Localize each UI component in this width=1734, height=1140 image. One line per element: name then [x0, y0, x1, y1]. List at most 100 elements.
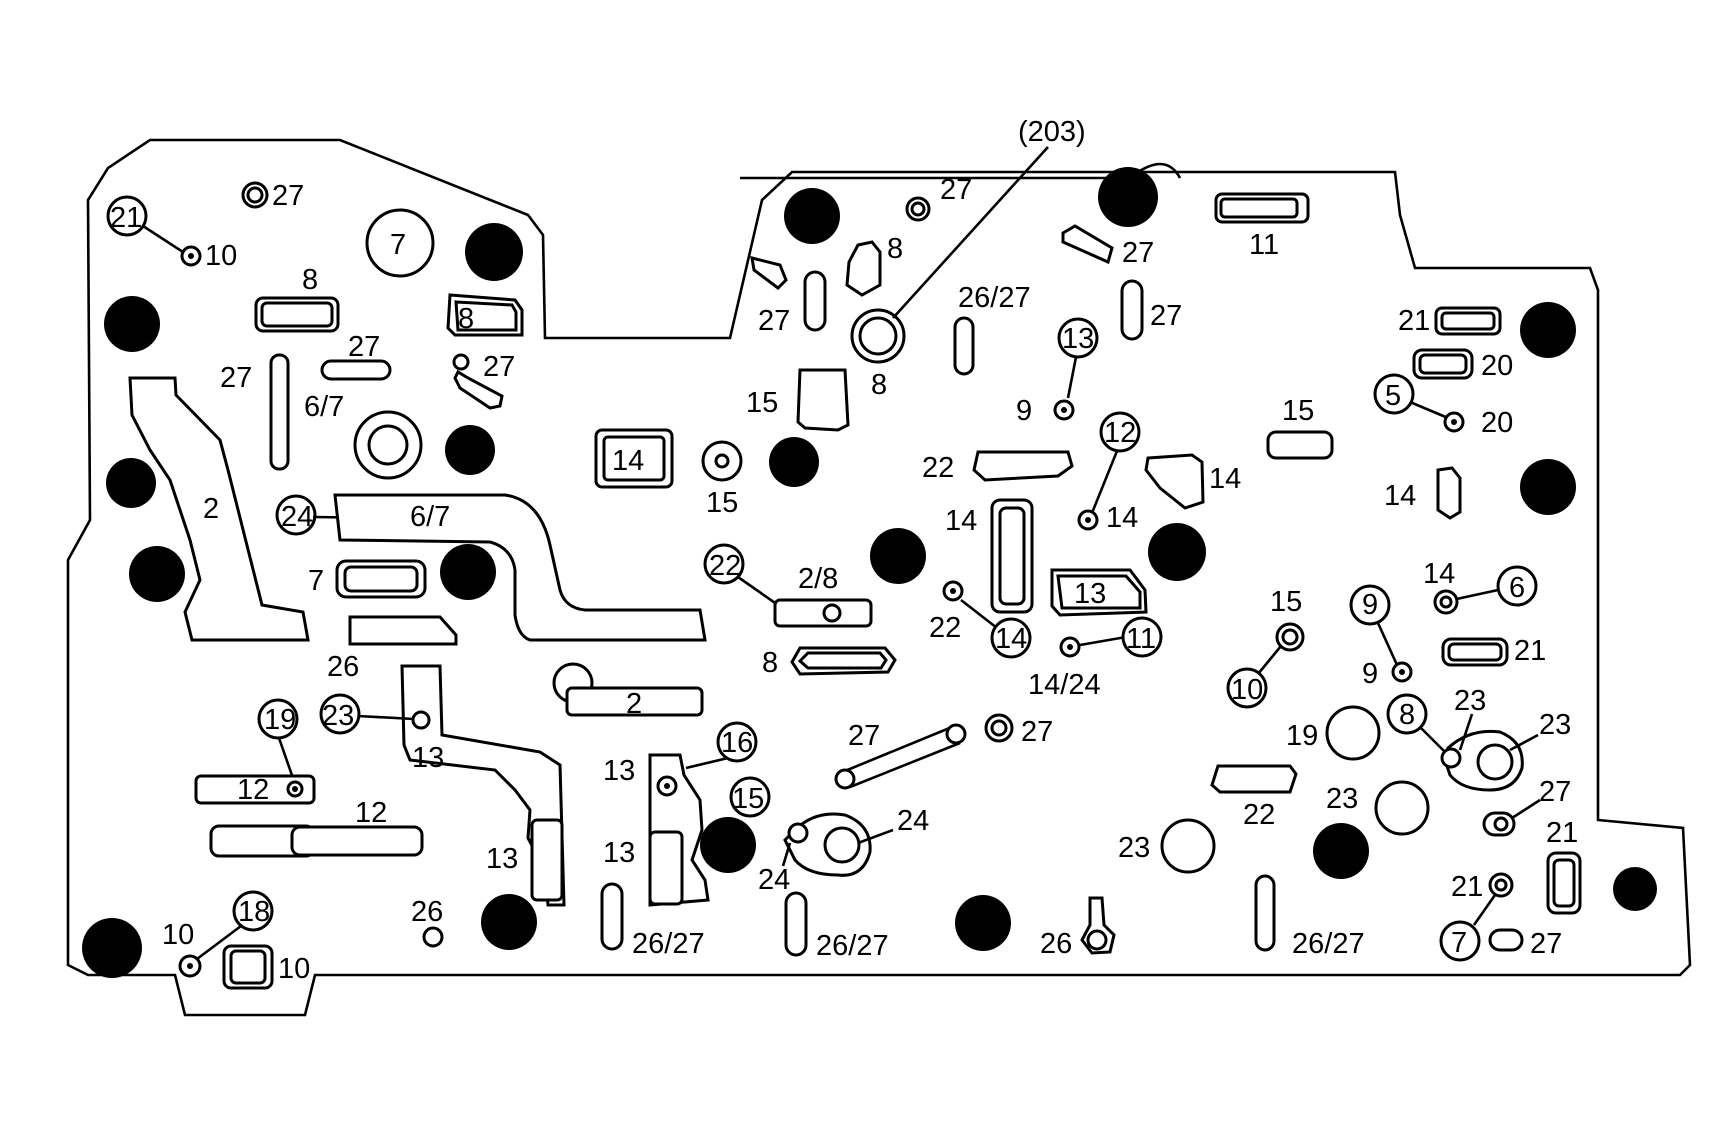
callout-label: 26/27 — [816, 930, 889, 962]
callout-label: 12 — [355, 797, 387, 829]
leader-line — [196, 924, 242, 961]
leader-line — [1458, 713, 1474, 751]
callout-label: 7 — [308, 565, 324, 597]
small-hole-dot — [1067, 644, 1073, 650]
round-hole — [1160, 818, 1216, 874]
round-hole — [1476, 743, 1514, 781]
small-hole-dot — [1085, 517, 1091, 523]
leader-line — [685, 756, 729, 770]
passage — [1436, 466, 1462, 520]
small-hole-dot — [292, 786, 298, 792]
callout-label: 6/7 — [410, 501, 450, 533]
callout-label: 14 — [612, 445, 644, 477]
passage — [1210, 764, 1298, 794]
leader-line — [1376, 622, 1399, 666]
callout-label: 24 — [897, 805, 929, 837]
passage — [128, 376, 310, 642]
callout-circle — [257, 698, 299, 740]
callout-circle — [106, 195, 148, 237]
leader-line — [357, 714, 415, 721]
leader-line — [1419, 726, 1448, 755]
callout-label: 11 — [1249, 229, 1279, 261]
labels: (203) 27 21 10 7 8 27 27 8 27 6/7 2 24 6… — [110, 116, 1578, 985]
slot-inner — [602, 435, 666, 482]
slot-inner — [1447, 642, 1503, 662]
callout-label: 15 — [706, 487, 738, 519]
slot — [648, 830, 684, 906]
callout-label: 22 — [709, 550, 741, 582]
callout-circle — [1373, 373, 1415, 415]
callout-circle — [232, 890, 274, 932]
callout-circle — [365, 208, 435, 278]
callout-circle — [1226, 667, 1268, 709]
callout-label: 13 — [1062, 323, 1094, 355]
leader-line — [857, 828, 894, 845]
callout-label: 13 — [603, 837, 635, 869]
slot — [1266, 430, 1334, 460]
bolt-hole — [1313, 823, 1369, 879]
callout-circle — [990, 617, 1032, 659]
leader-line — [1090, 450, 1119, 514]
leader-line — [1511, 798, 1541, 820]
small-hole-dot — [664, 783, 670, 789]
callout-label: 23 — [1454, 685, 1486, 717]
passage — [453, 369, 504, 410]
callout-label: 22 — [1243, 799, 1275, 831]
callout-label: 14/24 — [1028, 669, 1101, 701]
bolt-hole — [445, 425, 495, 475]
callout-label: 19 — [1286, 720, 1318, 752]
passage — [1144, 453, 1205, 510]
callout-label: 26/27 — [632, 928, 705, 960]
callout-label: 14 — [1106, 502, 1138, 534]
callout-label: 14 — [945, 505, 977, 537]
passage-inner — [797, 651, 888, 670]
callout-label: 21 — [110, 202, 142, 234]
leader-line — [1256, 645, 1283, 675]
slot-inner — [1418, 353, 1468, 375]
callout-label: 2/8 — [798, 563, 838, 595]
bolt-hole — [870, 528, 926, 584]
bolt-hole — [82, 918, 142, 978]
passage — [796, 368, 850, 432]
slot — [320, 359, 392, 381]
callout-label: 8 — [458, 303, 474, 335]
callout-label: 27 — [483, 351, 515, 383]
callout-label: 2 — [203, 493, 219, 525]
callout-label: 27 — [220, 362, 252, 394]
bolt-hole — [1098, 167, 1158, 227]
callout-label: 21 — [1398, 305, 1430, 337]
round-hole — [1374, 780, 1430, 836]
bolt-hole — [481, 894, 537, 950]
bolt-hole — [465, 223, 523, 281]
callout-label: 10 — [205, 240, 237, 272]
callout-label: 9 — [1362, 658, 1378, 690]
bolt-hole — [1520, 459, 1576, 515]
round-hole — [823, 826, 861, 864]
callout-label: 15 — [1282, 395, 1314, 427]
callout-label: 27 — [940, 174, 972, 206]
callout-label: 19 — [264, 704, 296, 736]
callout-label: 24 — [758, 864, 790, 896]
small-hole — [411, 710, 431, 730]
callout-label: 14 — [1209, 463, 1241, 495]
slot — [600, 882, 624, 951]
callout-label: 27 — [348, 331, 380, 363]
callout-label: 23 — [1326, 783, 1358, 815]
callout-label: 7 — [390, 229, 406, 261]
small-hole-dot — [1061, 407, 1067, 413]
slot — [565, 686, 704, 717]
callout-label: 23 — [1539, 709, 1571, 741]
small-hole — [1086, 929, 1108, 951]
callout-label: 13 — [412, 742, 444, 774]
small-hole-dot — [187, 963, 193, 969]
callout-label: 10 — [1231, 674, 1263, 706]
callout-label: 20 — [1481, 350, 1513, 382]
callout-label: 14 — [1384, 480, 1416, 512]
callout-label: 27 — [848, 720, 880, 752]
callout-circle — [319, 693, 361, 735]
callout-label: 27 — [1530, 928, 1562, 960]
small-hole-dot — [950, 588, 956, 594]
leader-line — [142, 224, 187, 256]
callout-label: 20 — [1481, 407, 1513, 439]
